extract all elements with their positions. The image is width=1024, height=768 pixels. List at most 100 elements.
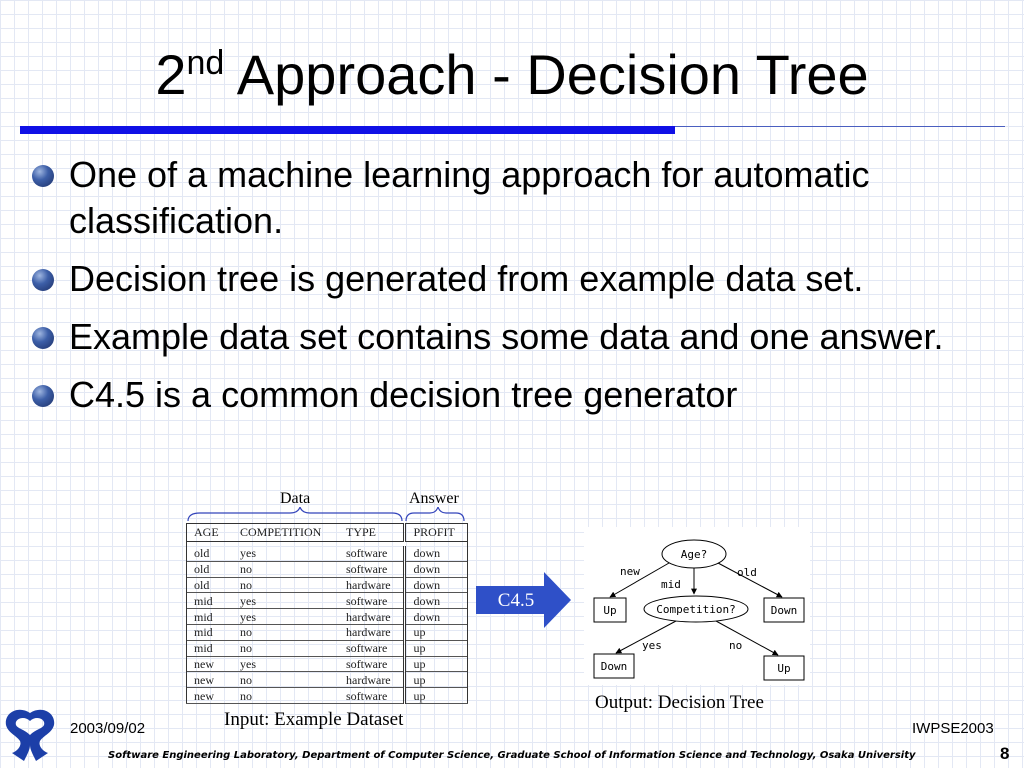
bullet-item: Decision tree is generated from example … [32, 256, 992, 302]
footer-date: 2003/09/02 [70, 720, 146, 737]
column-header: AGE [186, 523, 232, 542]
table-cell: yes [232, 608, 338, 625]
table-cell: old [186, 577, 232, 594]
table-cell: down [402, 608, 468, 625]
table-cell: no [232, 577, 338, 594]
table-cell: yes [232, 592, 338, 610]
edge-new [609, 562, 670, 598]
data-label: Data [280, 490, 311, 507]
table-header-row: AGE COMPETITION TYPE PROFIT [186, 523, 468, 542]
table-cell: hardware [338, 671, 404, 689]
table-cell: mid [186, 608, 232, 625]
edge-label-yes: yes [642, 639, 662, 652]
table-cell: software [338, 592, 404, 610]
table-cell: new [186, 656, 232, 673]
bullet-item: One of a machine learning approach for a… [32, 152, 992, 244]
table-cell: hardware [338, 624, 404, 641]
bullet-text: C4.5 is a common decision tree generator [69, 374, 738, 415]
output-caption: Output: Decision Tree [595, 692, 764, 713]
title-text: Approach - Decision Tree [224, 43, 869, 106]
table-cell: down [402, 592, 468, 610]
footer-credit: Software Engineering Laboratory, Departm… [108, 750, 916, 761]
leaf-down-node [763, 597, 805, 623]
root-node-label: Age? [681, 548, 708, 561]
edge-label-mid: mid [661, 578, 681, 591]
table-cell: new [186, 687, 232, 704]
bullet-item: Example data set contains some data and … [32, 314, 992, 360]
university-logo-icon [5, 709, 55, 761]
table-cell: no [232, 687, 338, 704]
table-cell: mid [186, 640, 232, 657]
edge-old [717, 562, 783, 598]
table-cell: no [232, 671, 338, 689]
leaf-down-label: Down [771, 604, 798, 617]
bullet-dot-icon [32, 269, 54, 291]
table-cell: old [186, 545, 232, 562]
arrow-label: C4.5 [498, 590, 534, 611]
bullet-text: Example data set contains some data and … [69, 316, 944, 357]
table-cell: down [402, 561, 468, 578]
table-cell: hardware [338, 577, 404, 594]
edge-label-no: no [729, 639, 742, 652]
edge-label-new: new [620, 565, 640, 578]
title-superscript: nd [186, 44, 225, 82]
bullet-text: Decision tree is generated from example … [69, 258, 864, 299]
table-cell: hardware [338, 608, 404, 625]
column-header: TYPE [338, 523, 404, 542]
table-cell: software [338, 640, 404, 657]
bullet-list: One of a machine learning approach for a… [32, 152, 992, 430]
input-caption: Input: Example Dataset [224, 709, 404, 730]
table-cell: down [402, 545, 468, 562]
bullet-dot-icon [32, 385, 54, 407]
data-brace [187, 507, 403, 522]
table-cell: up [402, 671, 468, 689]
table-cell: up [402, 640, 468, 657]
decision-tree-panel: Age? new mid old Up Competition? Down ye… [584, 527, 810, 685]
bullet-dot-icon [32, 165, 54, 187]
table-cell: up [402, 687, 468, 704]
leaf-up-node [593, 597, 627, 623]
answer-label: Answer [409, 490, 459, 507]
table-cell: software [338, 545, 404, 562]
title-underline-thick [20, 126, 675, 134]
table-cell: up [402, 656, 468, 673]
bullet-dot-icon [32, 327, 54, 349]
footer-conference: IWPSE2003 [912, 720, 994, 737]
bullet-text: One of a machine learning approach for a… [69, 154, 870, 241]
title-prefix: 2 [155, 43, 187, 106]
answer-brace [405, 507, 465, 522]
column-header: COMPETITION [232, 523, 338, 542]
competition-node [643, 595, 749, 623]
title-underline-thin [675, 126, 1005, 127]
leaf-up-label: Up [603, 604, 616, 617]
table-cell: no [232, 640, 338, 657]
competition-node-label: Competition? [656, 603, 735, 616]
table-cell: up [402, 624, 468, 641]
leaf-up-node-2 [763, 655, 805, 681]
braces-svg [187, 507, 465, 522]
leaf-up-label-2: Up [777, 662, 790, 675]
table-cell: down [402, 577, 468, 594]
table-cell: software [338, 561, 404, 578]
table-cell: software [338, 656, 404, 673]
table-cell: mid [186, 592, 232, 610]
table-cell: no [232, 561, 338, 578]
leaf-down-label-2: Down [601, 660, 628, 673]
table-cell: old [186, 561, 232, 578]
slide-title: 2nd Approach - Decision Tree [0, 40, 1024, 110]
edge-label-old: old [737, 566, 757, 579]
arrow-shape [476, 572, 571, 628]
table-cell: new [186, 671, 232, 689]
